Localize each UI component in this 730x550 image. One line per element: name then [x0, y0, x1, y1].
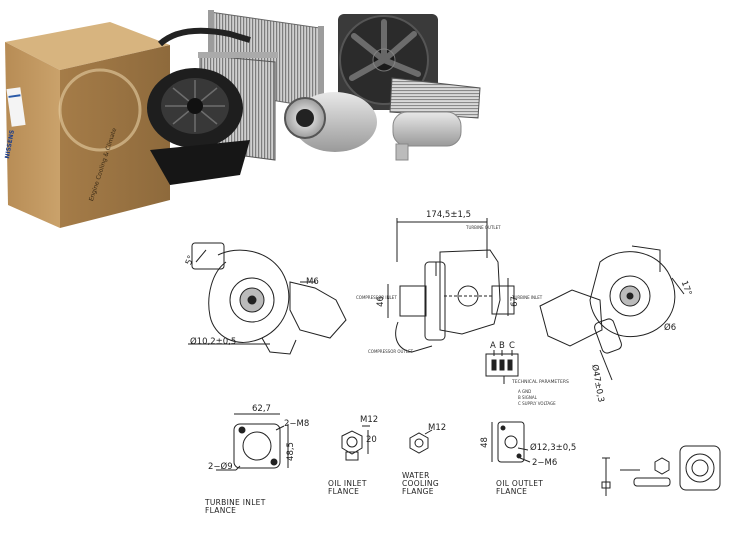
cardboard-box — [5, 22, 170, 228]
param-c: C SUPPLY VOLTAGE — [518, 401, 556, 406]
ac-compressor — [284, 92, 377, 152]
product-photo: NISSENS Engine Cooling & Climate — [0, 0, 490, 235]
oil-inlet-m12: M12 — [360, 415, 379, 425]
ac-hose — [157, 27, 251, 47]
dim-62: 62,7 — [252, 404, 271, 414]
dim-top-length: 174,5±1,5 — [426, 210, 471, 220]
oil-outlet-flange-drawing — [491, 421, 531, 463]
dim-m6: M6 — [306, 277, 319, 287]
dim-2d9: 2−Ø9 — [208, 462, 233, 472]
gasket-and-bolt-parts — [601, 445, 721, 496]
dim-dia-6: Ø6 — [664, 323, 677, 333]
oil-inlet-caption: OIL INLET FLANCE — [328, 479, 367, 496]
water-cooling-caption: WATER COOLING FLANGE — [402, 471, 439, 496]
connector-pin-a: A — [490, 341, 496, 351]
tiny-label-turbine-outlet: TURBINE OUTLET — [466, 225, 501, 230]
turbo-rear-view — [539, 245, 685, 381]
turbine-inlet-caption: TURBINE INLET FLANCE — [205, 498, 266, 515]
dim-angle-5: 5° — [184, 254, 197, 267]
water-cooling-m12: M12 — [428, 423, 447, 433]
oil-outlet-dia: Ø12,3±0,5 — [530, 443, 577, 453]
oil-outlet-48: 48 — [479, 437, 490, 448]
dim-2m8: 2−M8 — [284, 419, 310, 429]
water-cooling-flange-drawing — [409, 429, 433, 454]
technical-parameters-title: TECHNICAL PARAMETERS — [512, 380, 569, 385]
dim-dia-47: Ø47±0,3 — [589, 363, 606, 404]
product-photo-illustration — [5, 10, 481, 228]
connector-pin-b: B — [499, 341, 505, 351]
dim-angle-17: 17° — [678, 279, 694, 298]
oil-outlet-caption: OIL OUTLET FLANCE — [496, 479, 544, 496]
tiny-label-compressor-inlet: COMPRESSOR INLET — [356, 295, 397, 300]
param-a: A GND — [518, 389, 532, 394]
connector-diagram — [485, 350, 519, 384]
turbo-side-view — [387, 218, 515, 353]
blower-motor — [147, 68, 250, 185]
oil-outlet-2m6: 2−M6 — [532, 458, 558, 468]
dim-48-5: 48,5 — [285, 442, 296, 461]
connector-pin-c: C — [509, 341, 515, 351]
param-b: B SIGNAL — [518, 395, 537, 400]
tiny-label-turbine-inlet: TURBINE INLET — [512, 295, 543, 300]
tiny-label-compressor-outlet: COMPRESSOR OUTLET — [368, 349, 414, 354]
oil-inlet-20: 20 — [366, 435, 377, 445]
heater-core — [389, 77, 481, 119]
dim-dia-10: Ø10,2±0,5 — [190, 337, 237, 347]
receiver-drier — [392, 111, 462, 161]
